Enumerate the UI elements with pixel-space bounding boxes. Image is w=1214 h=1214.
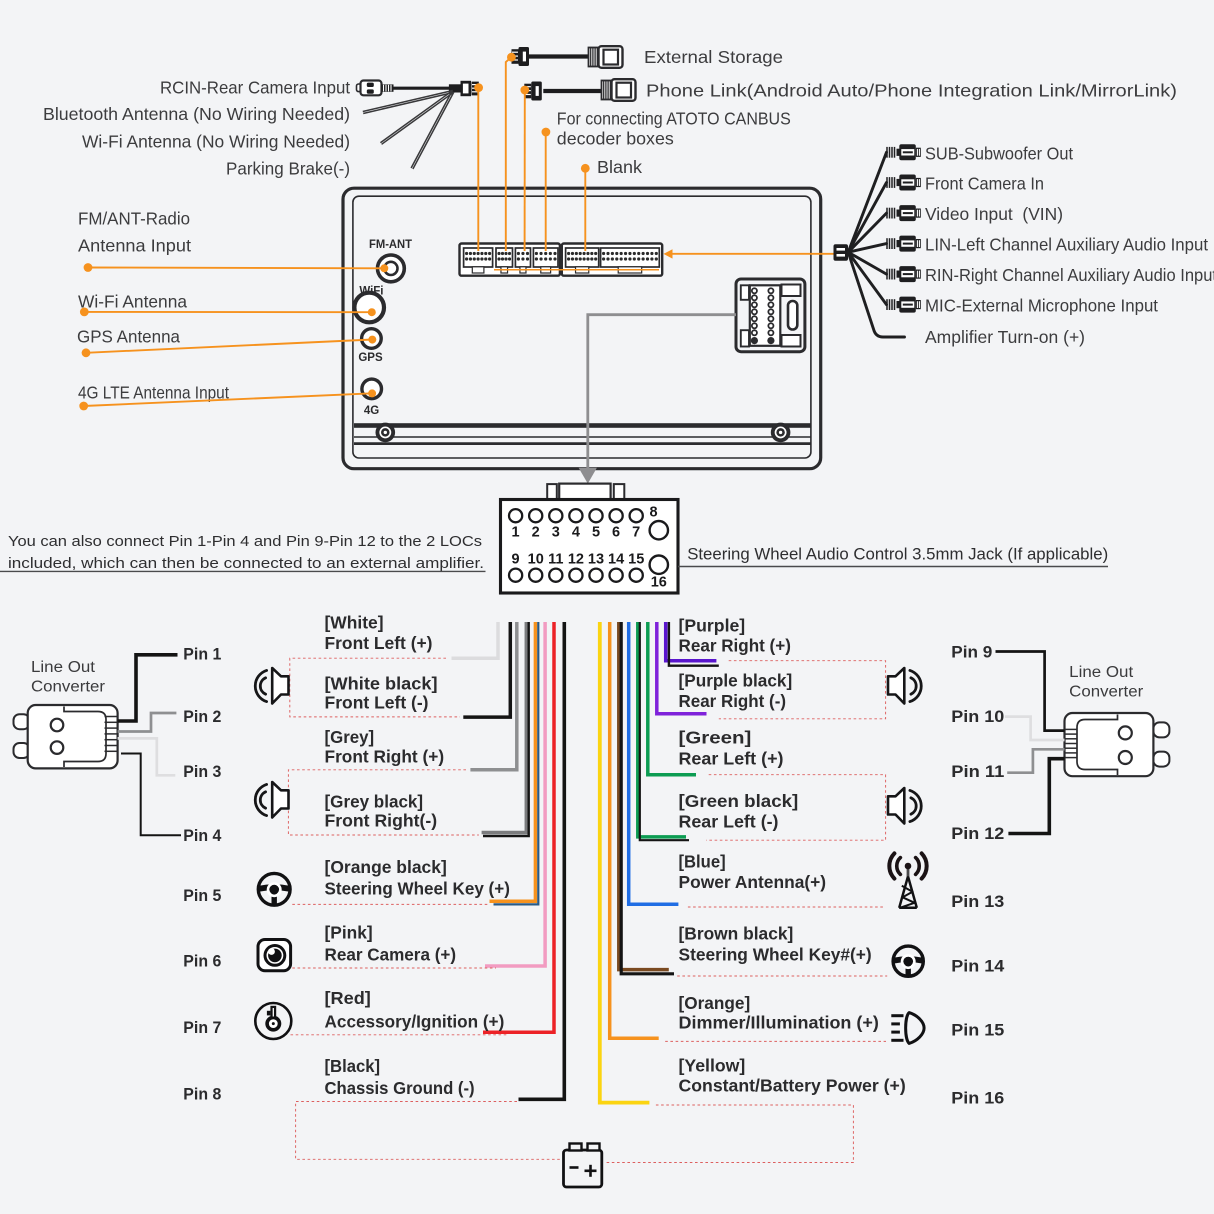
svg-text:Pin 3: Pin 3 bbox=[183, 762, 221, 781]
svg-text:Front Right(-): Front Right(-) bbox=[325, 810, 438, 830]
svg-text:Pin 9: Pin 9 bbox=[951, 643, 992, 662]
svg-text:For connecting ATOTO CANBUS: For connecting ATOTO CANBUS bbox=[557, 109, 791, 129]
svg-text:Blank: Blank bbox=[597, 157, 642, 177]
svg-text:FM-ANT: FM-ANT bbox=[369, 239, 412, 251]
svg-text:Pin 6: Pin 6 bbox=[183, 952, 221, 971]
svg-text:External Storage: External Storage bbox=[644, 47, 783, 67]
svg-text:Pin 12: Pin 12 bbox=[951, 824, 1004, 843]
svg-text:Line Out: Line Out bbox=[31, 659, 96, 676]
svg-text:1: 1 bbox=[512, 525, 520, 541]
svg-text:15: 15 bbox=[628, 552, 644, 568]
svg-text:5: 5 bbox=[592, 525, 600, 541]
svg-text:Steering Wheel Key (+): Steering Wheel Key (+) bbox=[325, 878, 510, 898]
svg-text:FM/ANT-Radio: FM/ANT-Radio bbox=[78, 209, 190, 229]
svg-text:Pin 7: Pin 7 bbox=[183, 1018, 221, 1037]
svg-text:8: 8 bbox=[649, 505, 657, 521]
svg-text:[White black]: [White black] bbox=[325, 673, 438, 693]
svg-text:4G: 4G bbox=[364, 405, 379, 417]
svg-text:[Brown black]: [Brown black] bbox=[679, 924, 794, 944]
svg-text:10: 10 bbox=[528, 552, 544, 568]
svg-text:Pin 14: Pin 14 bbox=[951, 957, 1005, 976]
svg-text:Pin 4: Pin 4 bbox=[183, 826, 222, 845]
svg-text:Constant/Battery Power (+): Constant/Battery Power (+) bbox=[679, 1076, 906, 1096]
svg-text:16: 16 bbox=[651, 575, 667, 591]
svg-text:decoder boxes: decoder boxes bbox=[557, 129, 674, 149]
svg-text:LIN-Left Channel Auxiliary Aud: LIN-Left Channel Auxiliary Audio Input bbox=[925, 235, 1208, 255]
svg-text:Pin 1: Pin 1 bbox=[183, 645, 221, 664]
svg-text:Pin 5: Pin 5 bbox=[183, 886, 221, 905]
svg-text:4G LTE Antenna Input: 4G LTE Antenna Input bbox=[78, 383, 229, 403]
svg-text:9: 9 bbox=[512, 552, 520, 568]
svg-text:Converter: Converter bbox=[1069, 684, 1143, 701]
svg-text:4: 4 bbox=[572, 525, 580, 541]
svg-text:6: 6 bbox=[612, 525, 620, 541]
svg-text:2: 2 bbox=[532, 525, 540, 541]
svg-text:GPS Antenna: GPS Antenna bbox=[77, 327, 180, 347]
svg-text:included, which can then be co: included, which can then be connected to… bbox=[8, 555, 484, 572]
svg-text:Wi-Fi Antenna: Wi-Fi Antenna bbox=[78, 292, 187, 312]
svg-text:Antenna Input: Antenna Input bbox=[78, 236, 191, 256]
svg-text:Parking Brake(-): Parking Brake(-) bbox=[226, 158, 350, 178]
svg-text:Steering Wheel Key#(+): Steering Wheel Key#(+) bbox=[679, 945, 872, 965]
svg-text:RCIN-Rear Camera Input: RCIN-Rear Camera Input bbox=[160, 78, 350, 98]
svg-text:Amplifier Turn-on (+): Amplifier Turn-on (+) bbox=[925, 327, 1085, 347]
svg-text:Front Camera In: Front Camera In bbox=[925, 174, 1044, 194]
svg-text:Dimmer/Illumination (+): Dimmer/Illumination (+) bbox=[679, 1012, 879, 1032]
svg-text:Pin 11: Pin 11 bbox=[951, 762, 1004, 781]
svg-text:Pin 8: Pin 8 bbox=[183, 1084, 221, 1103]
svg-text:Chassis Ground (-): Chassis Ground (-) bbox=[325, 1078, 475, 1098]
svg-text:Pin 2: Pin 2 bbox=[183, 707, 221, 726]
svg-text:[White]: [White] bbox=[325, 612, 384, 632]
svg-text:Line Out: Line Out bbox=[1069, 664, 1134, 681]
svg-text:Accessory/Ignition (+): Accessory/Ignition (+) bbox=[325, 1011, 505, 1031]
svg-text:Pin 10: Pin 10 bbox=[951, 707, 1004, 726]
svg-text:[Purple]: [Purple] bbox=[679, 615, 746, 635]
svg-text:Wi-Fi Antenna (No Wiring Neede: Wi-Fi Antenna (No Wiring Needed) bbox=[82, 131, 350, 151]
svg-text:[Green black]: [Green black] bbox=[679, 791, 799, 811]
svg-text:[Orange]: [Orange] bbox=[679, 993, 751, 1013]
svg-text:[Pink]: [Pink] bbox=[325, 922, 373, 942]
svg-text:[Yellow]: [Yellow] bbox=[679, 1056, 746, 1076]
svg-text:7: 7 bbox=[632, 525, 640, 541]
svg-text:Rear Left (-): Rear Left (-) bbox=[679, 811, 779, 831]
svg-text:13: 13 bbox=[588, 552, 604, 568]
svg-text:Rear Camera (+): Rear Camera (+) bbox=[325, 944, 457, 964]
svg-text:Pin 13: Pin 13 bbox=[951, 892, 1004, 911]
svg-text:Rear Left (+): Rear Left (+) bbox=[679, 748, 784, 768]
svg-text:You can also connect Pin 1-Pin: You can also connect Pin 1-Pin 4 and Pin… bbox=[8, 533, 482, 550]
svg-text:[Grey]: [Grey] bbox=[325, 727, 375, 747]
svg-text:[Blue]: [Blue] bbox=[679, 852, 726, 872]
svg-text:Front Left (-): Front Left (-) bbox=[325, 693, 429, 713]
svg-text:GPS: GPS bbox=[358, 352, 383, 364]
svg-text:[Black]: [Black] bbox=[325, 1056, 381, 1076]
svg-text:Converter: Converter bbox=[31, 679, 105, 696]
svg-text:[Red]: [Red] bbox=[325, 988, 371, 1008]
svg-text:11: 11 bbox=[548, 552, 563, 568]
svg-text:Front Right (+): Front Right (+) bbox=[325, 746, 445, 766]
svg-text:[Green]: [Green] bbox=[679, 728, 752, 748]
svg-text:12: 12 bbox=[568, 552, 584, 568]
svg-text:[Purple black]: [Purple black] bbox=[679, 671, 793, 691]
svg-text:[Grey black]: [Grey black] bbox=[325, 791, 424, 811]
svg-text:Pin 16: Pin 16 bbox=[951, 1089, 1004, 1108]
svg-text:3: 3 bbox=[552, 525, 560, 541]
svg-text:Phone Link(Android Auto/Phone: Phone Link(Android Auto/Phone Integratio… bbox=[646, 81, 1177, 101]
svg-text:MIC-External Microphone Input: MIC-External Microphone Input bbox=[925, 296, 1158, 316]
svg-text:Steering Wheel Audio Control 3: Steering Wheel Audio Control 3.5mm Jack … bbox=[687, 545, 1108, 564]
svg-text:Video Input (VIN): Video Input (VIN) bbox=[925, 204, 1063, 224]
svg-text:[Orange black]: [Orange black] bbox=[325, 857, 447, 877]
svg-text:SUB-Subwoofer Out: SUB-Subwoofer Out bbox=[925, 143, 1073, 163]
svg-text:Pin 15: Pin 15 bbox=[951, 1021, 1004, 1040]
svg-text:14: 14 bbox=[608, 552, 624, 568]
svg-text:Front Left (+): Front Left (+) bbox=[325, 633, 433, 653]
svg-text:Rear Right (+): Rear Right (+) bbox=[679, 635, 791, 655]
svg-text:RIN-Right Channel Auxiliary Au: RIN-Right Channel Auxiliary Audio Input bbox=[925, 265, 1214, 285]
svg-text:Power Antenna(+): Power Antenna(+) bbox=[679, 872, 827, 892]
svg-text:Bluetooth Antenna (No Wiring N: Bluetooth Antenna (No Wiring Needed) bbox=[43, 104, 350, 124]
svg-text:Rear Right (-): Rear Right (-) bbox=[679, 691, 787, 711]
